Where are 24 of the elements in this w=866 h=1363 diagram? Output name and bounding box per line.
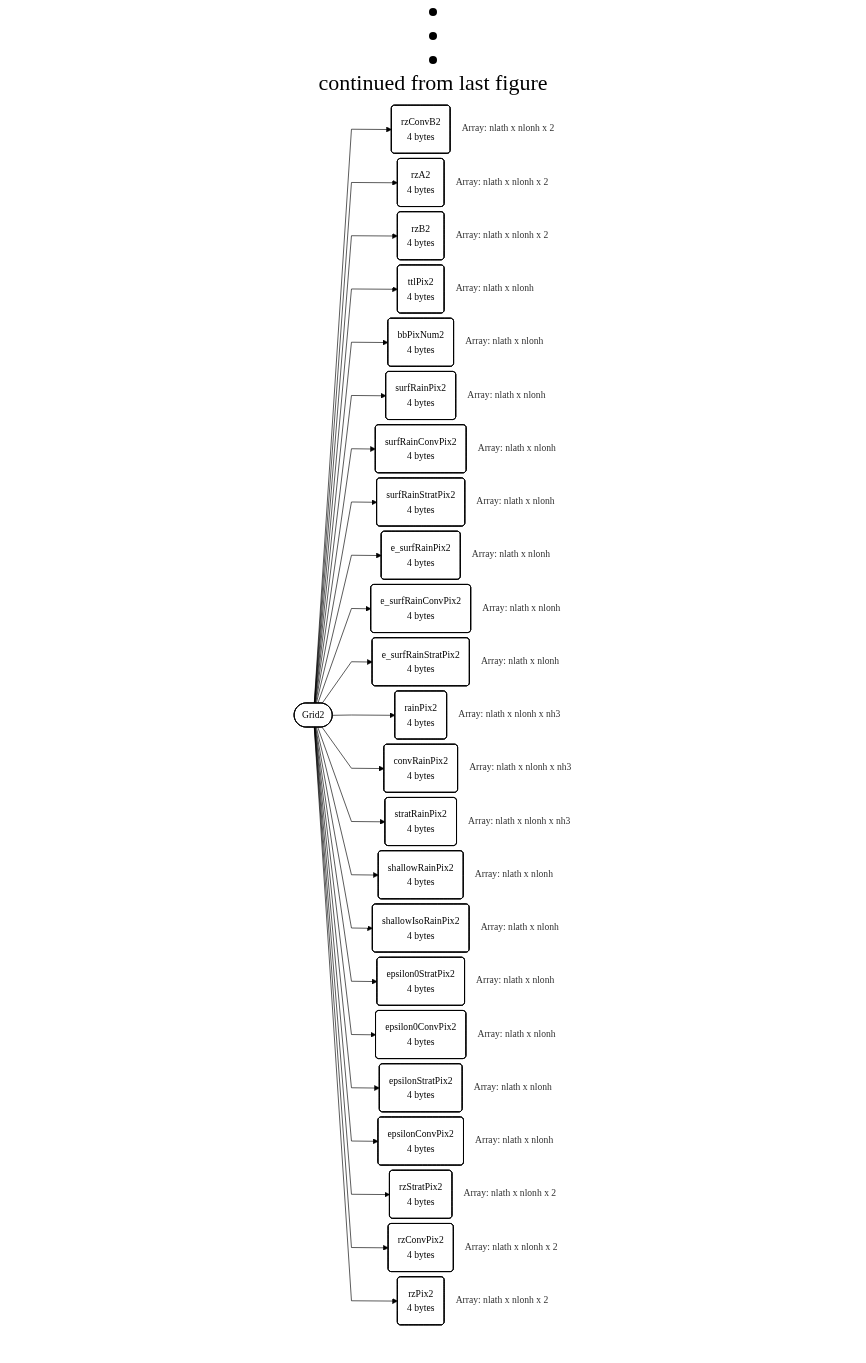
array-size-note: Array: nlath x nlonh	[475, 1134, 554, 1146]
continuation-note: continued from last figure	[317, 70, 549, 96]
array-size-note: Array: nlath x nlonh x 2	[465, 1240, 558, 1252]
array-size-note: Array: nlath x nlonh x nh3	[469, 761, 572, 773]
array-size-note: Array: nlath x nlonh	[476, 495, 555, 507]
array-size-note: Array: nlath x nlonh	[477, 1027, 556, 1039]
array-size-note: Array: nlath x nlonh	[467, 388, 546, 400]
array-size-note: Array: nlath x nlonh	[465, 335, 544, 347]
array-size-note: Array: nlath x nlonh x nh3	[468, 814, 571, 826]
array-size-note: Array: nlath x nlonh	[477, 441, 557, 453]
array-size-note: Array: nlath x nlonh	[473, 1080, 553, 1092]
array-size-note: Array: nlath x nlonh	[474, 867, 554, 879]
array-size-note: Array: nlath x nlonh	[471, 548, 551, 560]
array-size-note: Array: nlath x nlonh x 2	[455, 175, 549, 187]
array-size-note: Array: nlath x nlonh x 2	[463, 1187, 557, 1199]
array-size-note: Array: nlath x nlonh	[481, 654, 560, 666]
array-size-note: Array: nlath x nlonh	[480, 921, 559, 933]
array-size-note: Array: nlath x nlonh x 2	[455, 228, 549, 240]
array-size-note: Array: nlath x nlonh x nh3	[458, 708, 561, 720]
array-size-note: Array: nlath x nlonh	[482, 601, 561, 613]
array-size-note: Array: nlath x nlonh x 2	[461, 122, 555, 134]
array-size-note: Array: nlath x nlonh	[455, 282, 534, 294]
array-size-note: Array: nlath x nlonh	[476, 974, 555, 986]
array-size-note: Array: nlath x nlonh x 2	[455, 1294, 549, 1305]
